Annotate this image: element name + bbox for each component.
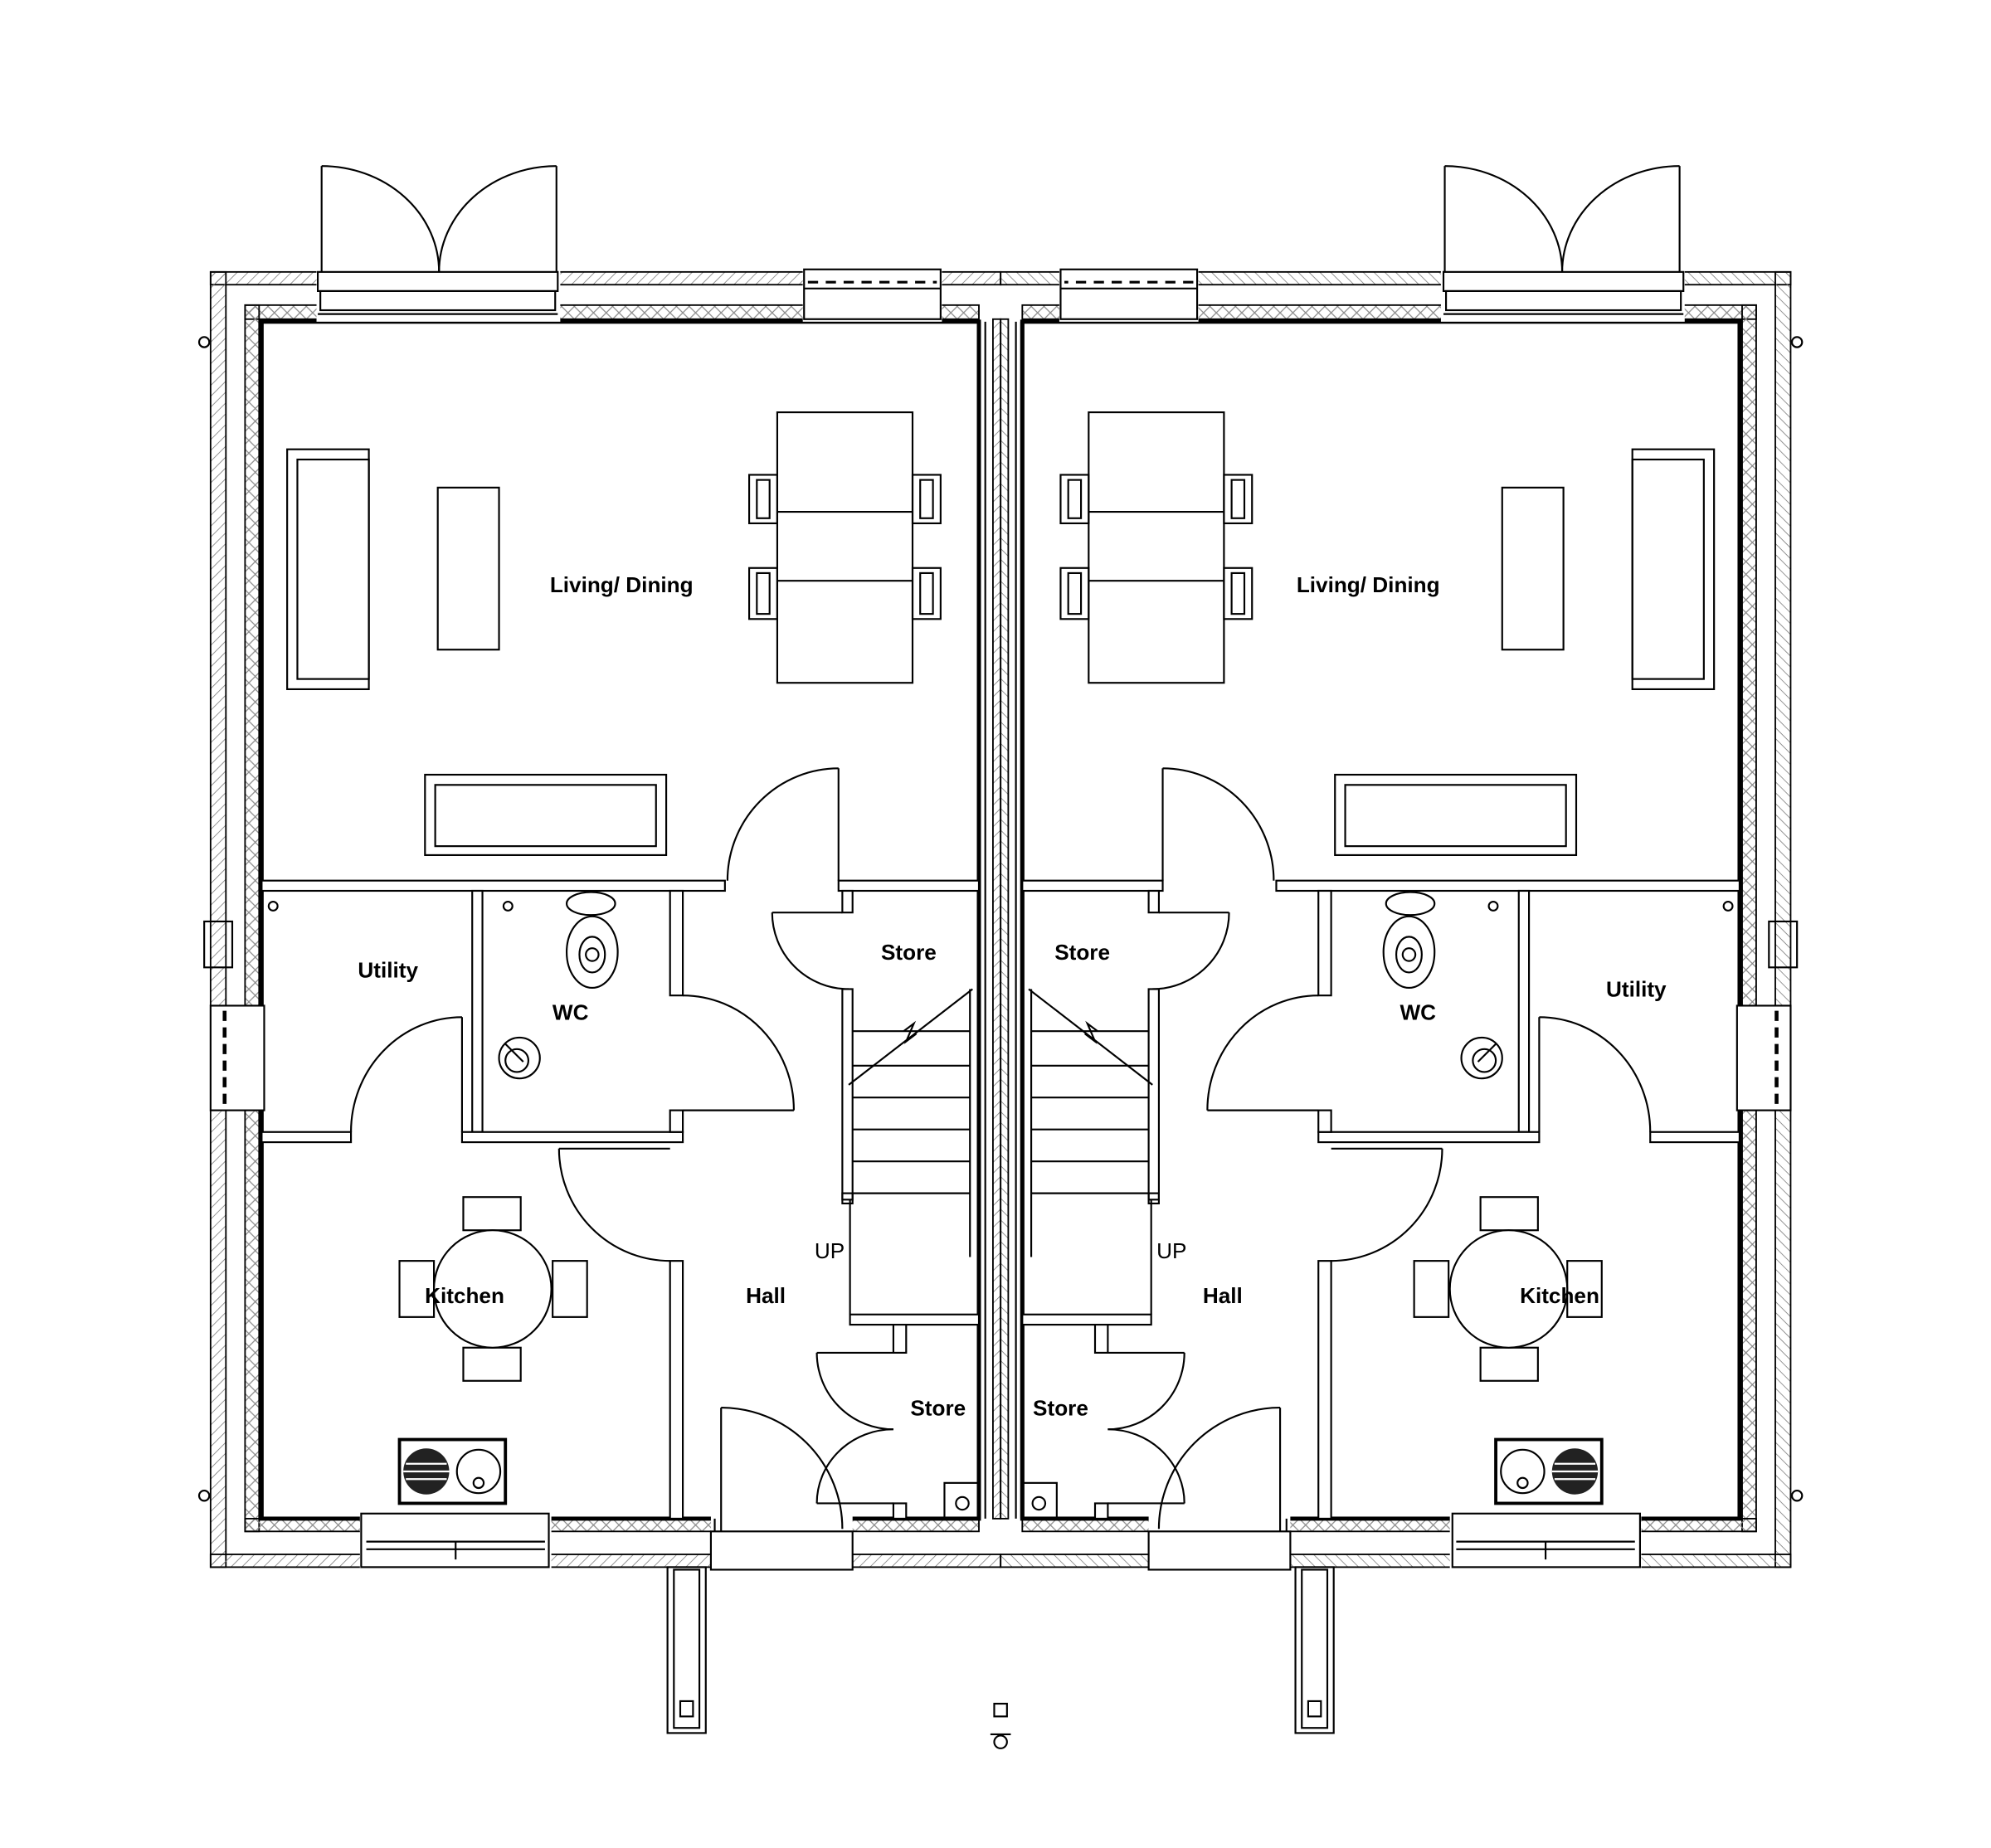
- room-boundary: [259, 319, 981, 1521]
- rear-window: [802, 266, 942, 322]
- meter-box: [943, 1481, 981, 1520]
- kitchen-table: [398, 1196, 588, 1382]
- room-label-hall: Hall: [1203, 1283, 1243, 1308]
- drainage-symbol: [990, 1702, 1011, 1749]
- rainwater-pipe-icon: [197, 1490, 211, 1502]
- kitchen-window: [359, 1512, 552, 1568]
- room-label-kitchen: Kitchen: [425, 1283, 504, 1308]
- dwelling-unit-left: [197, 165, 1002, 1734]
- stairs-up-label: UP: [1156, 1238, 1186, 1263]
- room-label-store: Store: [910, 1395, 966, 1420]
- side-window: [203, 920, 265, 1111]
- room-label-store: Store: [1054, 940, 1110, 965]
- coffee-table: [436, 486, 500, 651]
- room-label-living-dining: Living/ Dining: [1297, 572, 1440, 597]
- dwelling-unit-right: [1000, 166, 1802, 1733]
- room-label-utility: Utility: [358, 958, 418, 983]
- dining-table: [748, 411, 942, 684]
- room-label-utility: Utility: [1606, 977, 1667, 1002]
- stairs-up-label: UP: [815, 1238, 845, 1263]
- room-label-living-dining: Living/ Dining: [550, 572, 694, 597]
- room-label-hall: Hall: [746, 1283, 786, 1308]
- room-label-kitchen: Kitchen: [1520, 1283, 1599, 1308]
- basin: [498, 1036, 541, 1080]
- party-wall: [992, 318, 1002, 1520]
- toilet: [566, 891, 619, 990]
- room-label-store: Store: [881, 940, 937, 965]
- outer-wall-bottom: [209, 1554, 1002, 1568]
- outer-wall-side: [209, 270, 227, 1568]
- tv-unit: [424, 773, 668, 856]
- french-doors: [316, 165, 561, 322]
- inner-wall-side: [244, 304, 260, 1533]
- room-label-wc: WC: [1400, 999, 1436, 1024]
- sink-and-hob: [397, 1437, 508, 1505]
- room-label-store: Store: [1033, 1395, 1088, 1420]
- staircase: [841, 988, 973, 1315]
- room-label-wc: WC: [553, 999, 589, 1024]
- rainwater-pipe-icon: [197, 336, 211, 348]
- sofa: [286, 448, 370, 690]
- front-door: [666, 1407, 854, 1734]
